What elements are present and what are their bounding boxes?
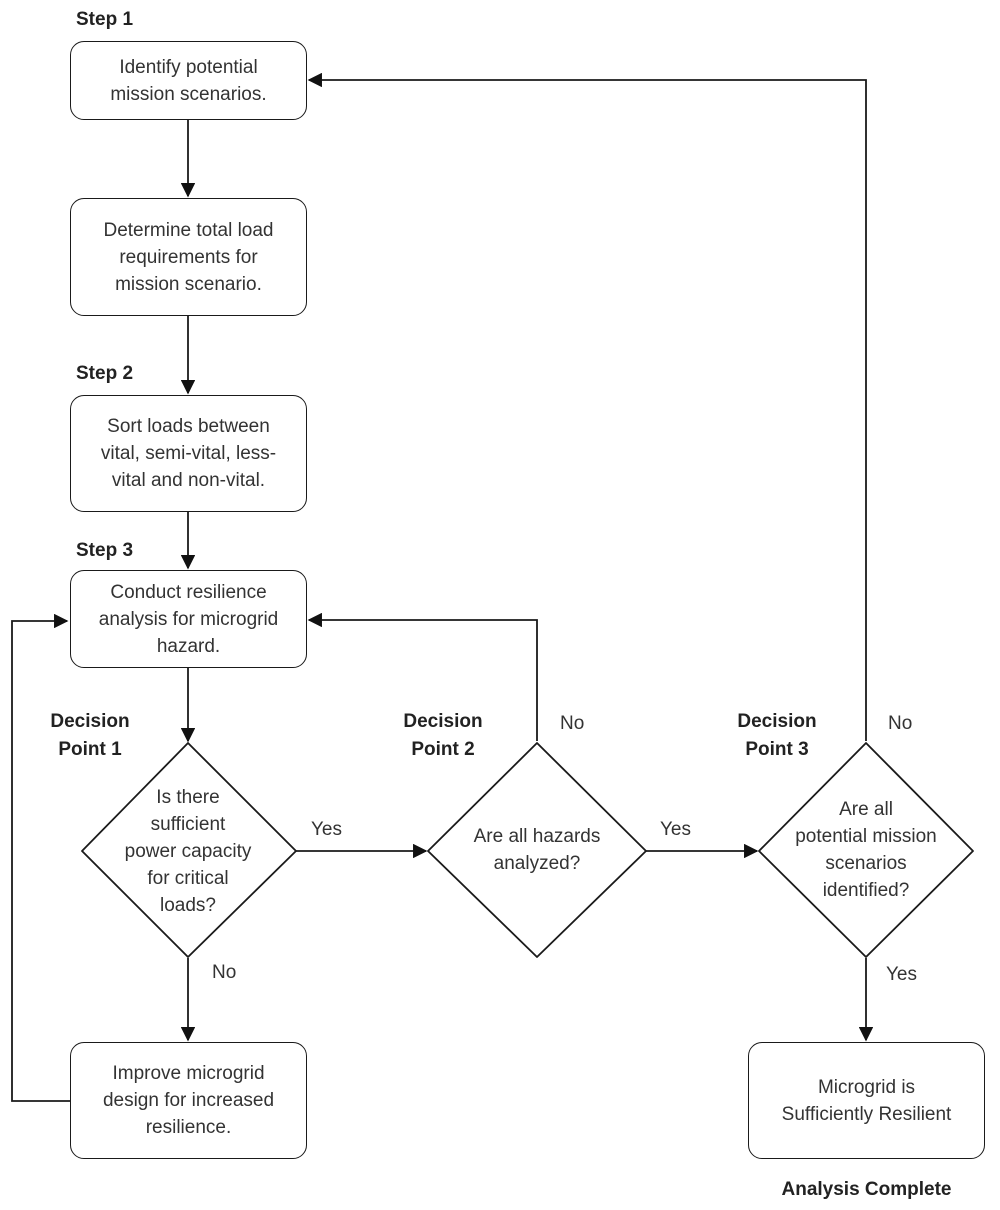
decision-2-diamond [427,742,647,958]
step-1-label: Step 1 [76,9,134,30]
decision-point-2-label: Decision Point 2 [403,711,483,760]
sort-loads-box: Sort loads between vital, semi-vital, le… [70,395,307,512]
conduct-analysis-box: Conduct resilience analysis for microgri… [70,570,307,668]
dp2-yes-label: Yes [660,819,691,840]
decision-point-1-label: Decision Point 1 [50,711,130,760]
step-2-label: Step 2 [76,363,134,384]
determine-load-box: Determine total load requirements for mi… [70,198,307,316]
dp3-no-label: No [888,713,913,734]
sufficiently-resilient-box: Microgrid is Sufficiently Resilient [748,1042,985,1159]
arrow-dp3-no-to-identify [307,72,867,741]
dp2-no-label: No [560,713,585,734]
decision-1-question: Is there sufficient power capacity for c… [124,786,252,916]
step-3-label: Step 3 [76,540,134,561]
dp3-yes-label: Yes [886,964,917,985]
decision-3-question: Are all potential mission scenarios iden… [795,799,937,901]
analysis-complete-label: Analysis Complete [781,1179,952,1200]
decision-2-question: Are all hazards analyzed? [473,826,601,874]
dp1-yes-label: Yes [311,819,342,840]
decision-point-3-label: Decision Point 3 [737,711,817,760]
improve-design-box: Improve microgrid design for increased r… [70,1042,307,1159]
decision-1-diamond [81,742,297,958]
arrow-dp2-no-to-conduct [307,612,538,741]
dp1-no-label: No [212,962,237,983]
arrow-improve-loop-to-conduct [11,613,70,1102]
identify-scenarios-box: Identify potential mission scenarios. [70,41,307,120]
decision-3-diamond [758,742,974,958]
